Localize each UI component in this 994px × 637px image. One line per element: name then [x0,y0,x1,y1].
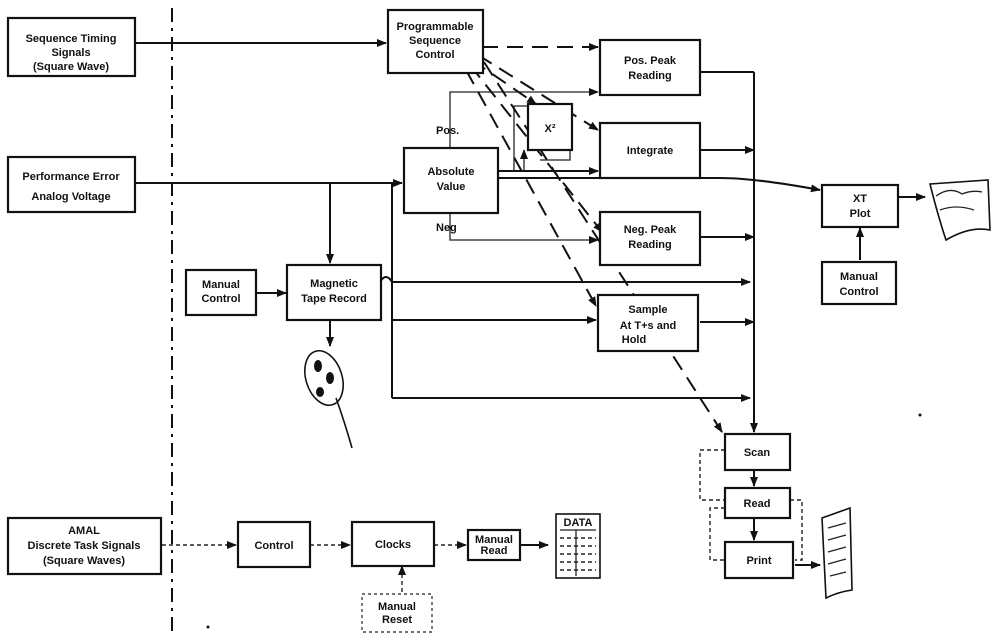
control-box: Control [236,520,312,569]
stray-dot [918,413,922,417]
svg-text:Read: Read [744,498,771,510]
svg-text:Clocks: Clocks [375,539,411,551]
connection-lines [136,39,926,592]
print-box: Print [723,540,795,580]
x-squared-box: X² [526,102,574,152]
pos-label: Pos. [436,125,459,137]
tape-reel-icon [304,349,353,449]
svg-text:Control: Control [254,540,293,552]
svg-text:DATA: DATA [564,517,593,529]
stray-dot [206,625,210,629]
printout-paper-icon [821,506,853,600]
neg-label: Neg [436,222,457,234]
clocks-box: Clocks [350,520,436,568]
data-sheet-icon: DATA [555,513,601,579]
scan-box: Scan [723,432,792,472]
svg-text:Integrate: Integrate [627,145,673,157]
svg-text:X²: X² [545,123,556,135]
plot-output-paper-icon [928,179,991,242]
svg-text:Print: Print [746,555,771,567]
read-box: Read [723,486,792,520]
svg-text:Scan: Scan [744,447,771,459]
integrate-box: Integrate [598,121,702,180]
